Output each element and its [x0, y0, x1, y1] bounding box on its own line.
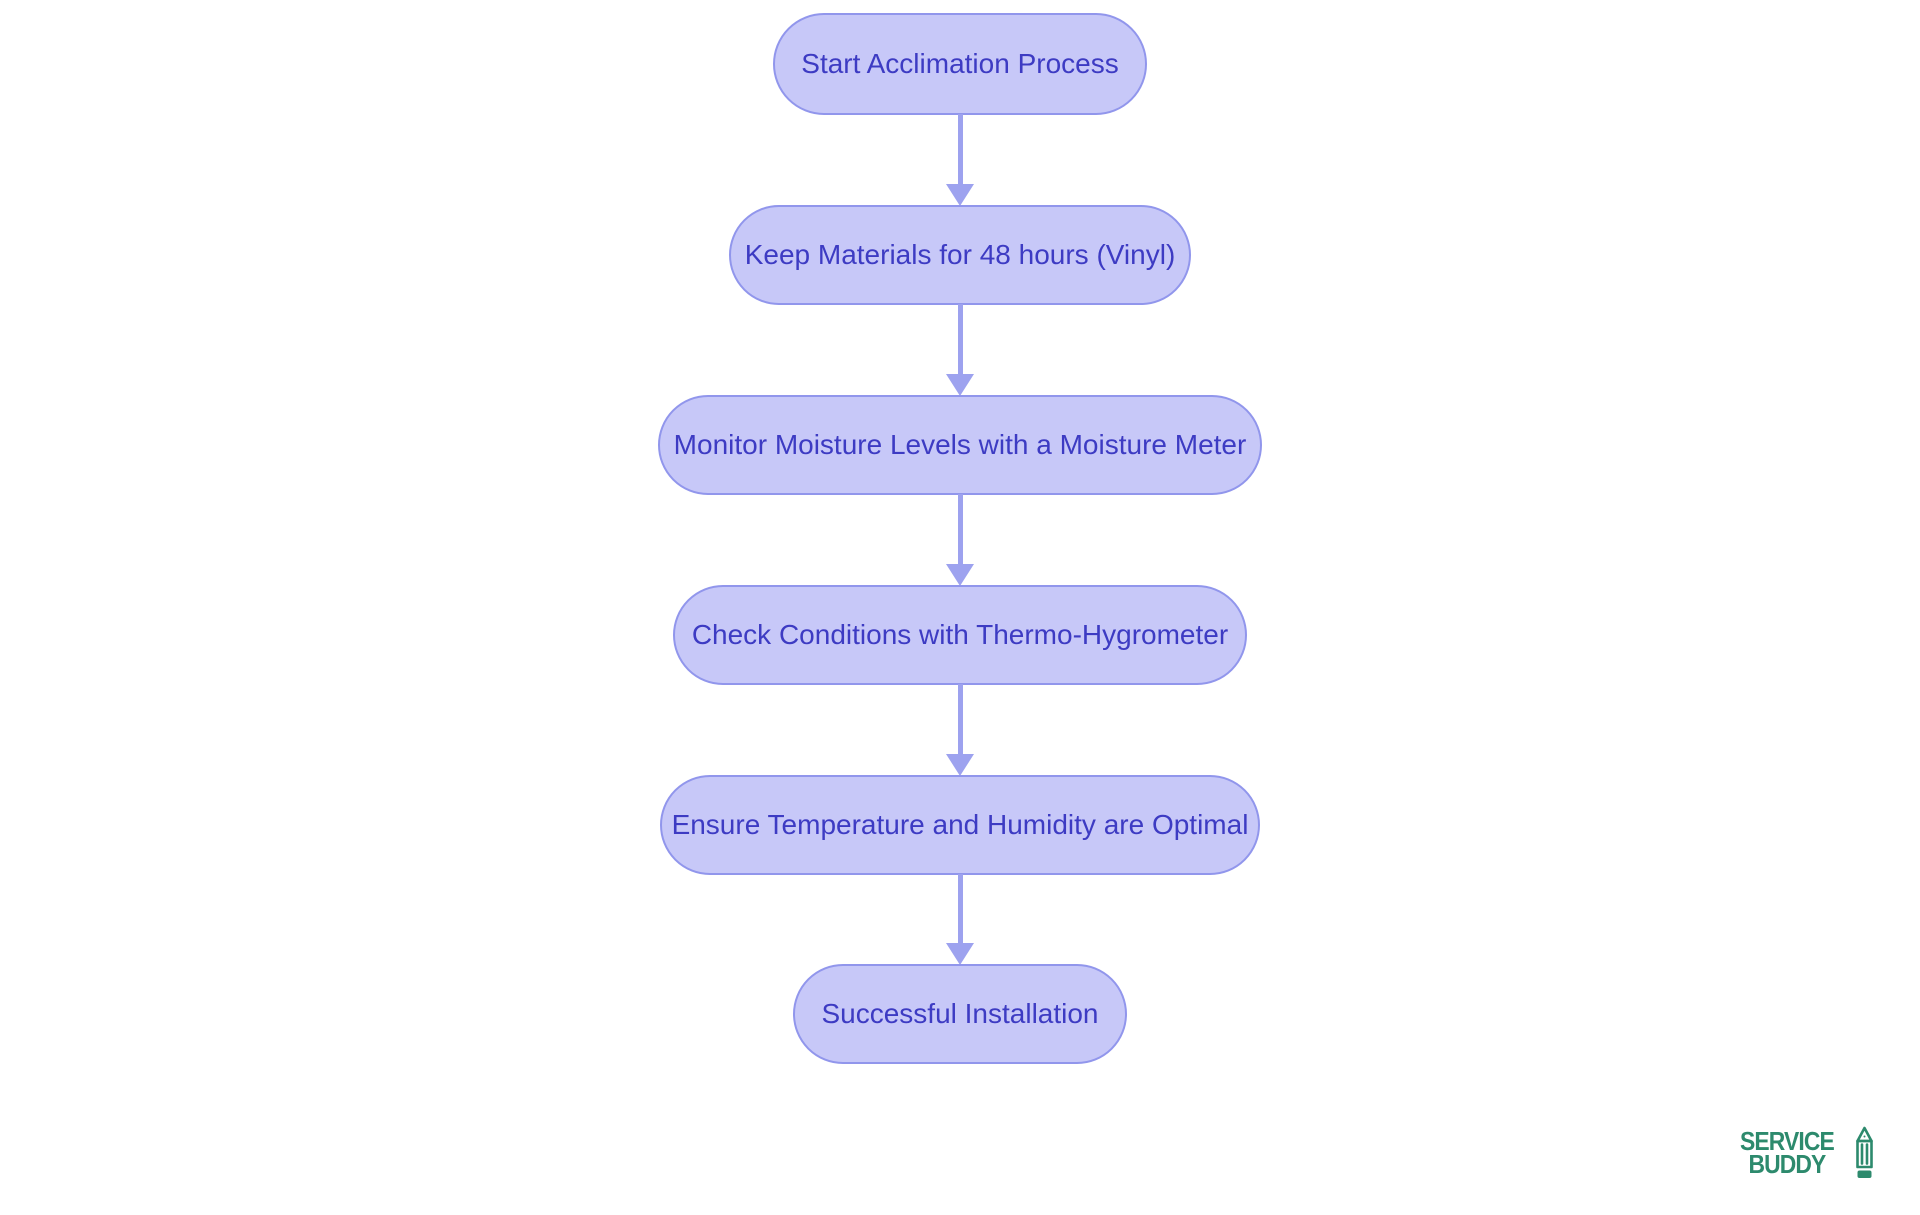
arrow-line — [957, 874, 963, 945]
flow-arrow-2 — [944, 304, 976, 396]
flow-node-label: Check Conditions with Thermo-Hygrometer — [691, 619, 1229, 650]
flow-node-successful-installation: Successful Installation — [793, 964, 1127, 1064]
arrow-head-icon — [946, 564, 974, 586]
flow-node-label: Ensure Temperature and Humidity are Opti… — [671, 809, 1249, 840]
arrow-head-icon — [946, 943, 974, 965]
flow-node-label: Successful Installation — [821, 998, 1099, 1029]
flow-arrow-3 — [944, 494, 976, 586]
logo-line1: SERVICE — [1740, 1126, 1835, 1156]
pencil-icon — [1855, 1126, 1873, 1178]
flow-node-label: Monitor Moisture Levels with a Moisture … — [673, 429, 1247, 460]
arrow-head-icon — [946, 374, 974, 396]
arrow-line — [957, 304, 963, 376]
flow-node-ensure-optimal: Ensure Temperature and Humidity are Opti… — [660, 775, 1260, 875]
arrow-head-icon — [946, 184, 974, 206]
arrow-line — [957, 114, 963, 186]
flow-node-monitor-moisture: Monitor Moisture Levels with a Moisture … — [658, 395, 1262, 495]
arrow-line — [957, 494, 963, 566]
flow-arrow-4 — [944, 684, 976, 776]
flow-arrow-1 — [944, 114, 976, 206]
arrow-head-icon — [946, 754, 974, 776]
service-buddy-logo: SERVICE BUDDY — [1740, 1126, 1875, 1180]
flow-node-label: Start Acclimation Process — [801, 48, 1119, 79]
flow-node-start: Start Acclimation Process — [773, 13, 1147, 115]
logo-wordmark: SERVICE BUDDY — [1740, 1126, 1835, 1179]
flow-arrow-5 — [944, 874, 976, 965]
flow-node-label: Keep Materials for 48 hours (Vinyl) — [744, 239, 1176, 270]
flow-node-check-conditions: Check Conditions with Thermo-Hygrometer — [673, 585, 1247, 685]
logo-line2: BUDDY — [1748, 1149, 1826, 1179]
flow-node-keep-materials: Keep Materials for 48 hours (Vinyl) — [729, 205, 1191, 305]
arrow-line — [957, 684, 963, 756]
